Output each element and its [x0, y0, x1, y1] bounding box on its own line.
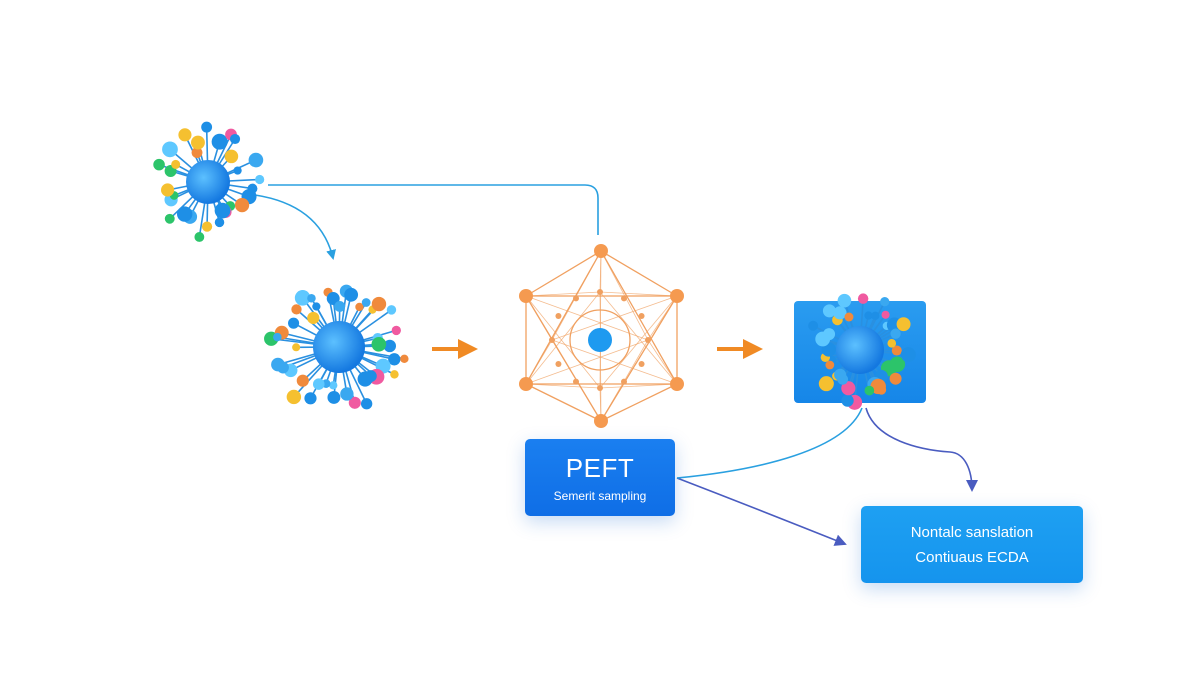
output-line-2: Contiuaus ECDA [861, 549, 1083, 566]
output-box: Nontalc sanslation Contiuaus ECDA [861, 506, 1083, 583]
orange-arrow-icon [432, 339, 478, 359]
neural-network-icon [519, 244, 684, 428]
peft-subtitle: Semerit sampling [525, 489, 675, 503]
orange-arrow-icon [717, 339, 763, 359]
output-line-1: Nontalc sanslation [861, 524, 1083, 541]
connector-top-to-network [268, 185, 598, 235]
connector-top-to-second [255, 195, 333, 258]
connector-tile-to-output [866, 408, 972, 490]
connector-peft-to-output [677, 478, 845, 544]
peft-title: PEFT [525, 453, 675, 484]
peft-box: PEFT Semerit sampling [525, 439, 675, 516]
molecule-cluster-icon [153, 122, 264, 242]
molecule-tile-icon [794, 293, 926, 409]
molecule-cluster-icon [264, 285, 409, 410]
connector-peft-to-tile [677, 408, 862, 478]
